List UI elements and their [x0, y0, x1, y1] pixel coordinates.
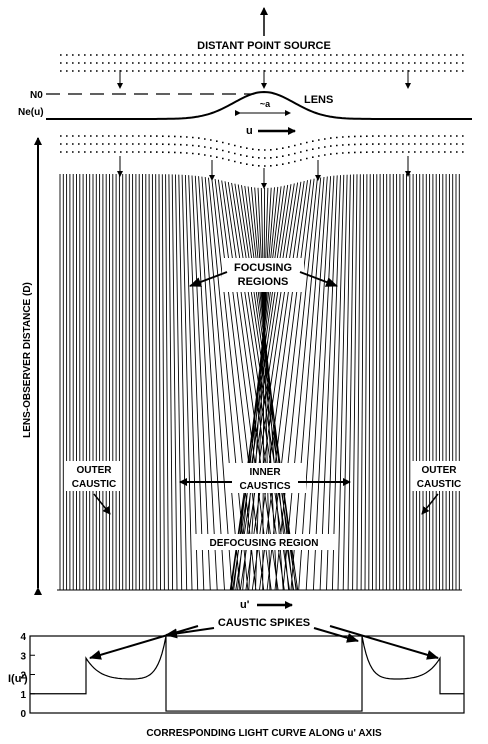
defocusing-label: DEFOCUSING REGION	[210, 538, 319, 549]
spikes-arrow-2	[165, 627, 215, 639]
wavefront-arrows	[117, 70, 411, 189]
spikes-arrow-4	[329, 625, 439, 660]
ne-label: Ne(u)	[18, 107, 44, 118]
inner-caustics-line2: CAUSTICS	[239, 481, 290, 492]
distorted-wavefront-row	[60, 143, 464, 159]
source-label: DISTANT POINT SOURCE	[197, 40, 331, 52]
plot-frame	[29, 635, 465, 714]
caustic-spikes-label: CAUSTIC SPIKES	[218, 617, 310, 629]
spikes-arrow-1	[89, 625, 199, 660]
focusing-label-line2: REGIONS	[238, 276, 289, 288]
n0-label: N0	[30, 90, 43, 101]
lens-profile-curve	[46, 90, 472, 120]
outer-caustic-left-line2: CAUSTIC	[72, 479, 116, 490]
u-axis-label: u	[246, 125, 253, 137]
lens-label: LENS	[304, 94, 333, 106]
distance-label: LENS-OBSERVER DISTANCE (D)	[22, 282, 33, 438]
outer-caustic-left-bg	[66, 461, 122, 491]
distorted-wavefront-row	[60, 151, 464, 167]
refracted-rays	[59, 173, 460, 591]
inner-caustics-line1: INNER	[249, 467, 281, 478]
lens-width-label: ~a	[260, 99, 271, 109]
focusing-label-line1: FOCUSING	[234, 262, 292, 274]
outer-caustic-right-line1: OUTER	[422, 465, 458, 476]
outer-caustic-right-arrow	[421, 493, 439, 515]
intensity-axis-label: I(u')	[8, 673, 28, 685]
inner-caustics-bg	[226, 463, 306, 493]
outer-caustic-left-arrow	[93, 493, 111, 515]
distorted-wavefront-row	[60, 135, 464, 151]
focusing-arrow-right	[299, 271, 338, 287]
y-tick-label: 0	[20, 709, 26, 720]
spikes-arrow-3	[313, 627, 359, 643]
y-tick-label: 2	[20, 671, 26, 682]
focusing-arrow-left	[189, 271, 228, 287]
incoming-wavefronts	[60, 54, 464, 167]
light-curve-axes: 0 1 2 3 4	[20, 632, 465, 720]
y-tick-label: 4	[20, 632, 26, 643]
y-tick-label: 3	[20, 651, 26, 662]
focusing-label-bg	[222, 258, 304, 292]
caption: CORRESPONDING LIGHT CURVE ALONG u' AXIS	[146, 728, 382, 739]
light-curve	[30, 635, 464, 712]
outer-caustic-right-bg	[411, 461, 467, 491]
defocusing-bg	[192, 534, 338, 550]
y-tick-label: 1	[20, 690, 26, 701]
u-prime-label: u'	[240, 599, 250, 611]
ray-bundle	[59, 173, 460, 591]
outer-caustic-right-line2: CAUSTIC	[417, 479, 461, 490]
outer-caustic-left-line1: OUTER	[77, 465, 113, 476]
